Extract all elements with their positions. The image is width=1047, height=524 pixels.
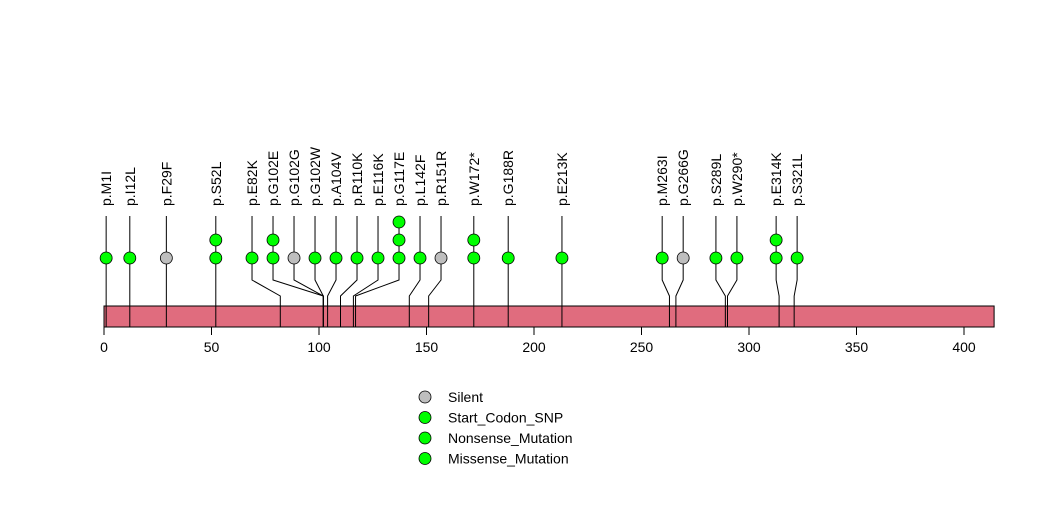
x-tick-label: 300 (737, 339, 761, 355)
mutation-label: p.A104V (328, 152, 344, 206)
mutation-point (655, 251, 669, 265)
mutation-point (709, 251, 723, 265)
mutation-label: p.E116K (370, 153, 386, 206)
mutation-label: p.G102G (286, 149, 302, 206)
mutation-label: p.R151R (433, 151, 449, 206)
mutation-label: p.G117E (391, 152, 407, 206)
mutation-point (123, 251, 137, 265)
legend-marker (418, 411, 432, 424)
x-tick-label: 350 (845, 339, 869, 355)
mutation-point (266, 251, 280, 265)
mutation-point (266, 233, 280, 247)
mutation-label: p.M1I (98, 171, 114, 206)
x-tick-label: 250 (630, 339, 654, 355)
mutation-point (371, 251, 385, 265)
mutation-label: p.G188R (500, 150, 516, 206)
legend-label: Missense_Mutation (448, 451, 569, 467)
mutation-point (413, 251, 427, 265)
mutation-point (392, 215, 406, 229)
mutation-point (350, 251, 364, 265)
mutation-label: p.S321L (789, 154, 805, 206)
mutation-label: p.E314K (768, 152, 784, 206)
mutation-point (209, 233, 223, 247)
mutation-point (329, 251, 343, 265)
mutation-point (467, 233, 481, 247)
x-tick-label: 150 (415, 339, 439, 355)
mutation-label: p.G102W (307, 146, 323, 206)
mutation-label: p.M263I (654, 155, 670, 206)
legend-marker (418, 452, 432, 465)
mutation-label: p.S289L (708, 154, 724, 206)
mutation-label: p.W172* (466, 152, 482, 206)
mutation-point (769, 251, 783, 265)
mutation-point (790, 251, 804, 265)
mutation-point (467, 251, 481, 265)
x-tick-label: 200 (522, 339, 546, 355)
mutation-label: p.I12L (122, 167, 138, 206)
mutation-point (287, 251, 301, 265)
mutation-point (209, 251, 223, 265)
x-tick-label: 0 (100, 339, 108, 355)
mutation-label: p.E213K (554, 152, 570, 206)
mutation-point (676, 251, 690, 265)
mutation-point (392, 233, 406, 247)
mutation-label: p.L142F (412, 155, 428, 206)
mutation-label: p.W290* (729, 152, 745, 206)
legend-marker (418, 431, 432, 445)
legend-marker (418, 390, 432, 404)
x-tick-label: 100 (307, 339, 331, 355)
mutation-point (99, 251, 113, 265)
mutation-point (769, 233, 783, 247)
mutation-label: p.S52L (208, 161, 224, 206)
mutation-label: p.R110K (349, 152, 365, 206)
mutation-point (555, 251, 569, 265)
mutation-label: p.E82K (244, 159, 260, 206)
mutation-label: p.G266G (675, 149, 691, 206)
mutation-point (245, 251, 259, 265)
protein-bar (103, 305, 995, 328)
mutation-point (392, 251, 406, 265)
legend-label: Silent (448, 389, 483, 405)
x-tick-label: 400 (952, 339, 976, 355)
legend-label: Nonsense_Mutation (448, 430, 573, 446)
mutation-point (434, 251, 448, 265)
legend-label: Start_Codon_SNP (448, 410, 563, 426)
mutation-point (159, 251, 173, 265)
x-tick-label: 50 (204, 339, 220, 355)
mutation-point (730, 251, 744, 265)
mutation-point (501, 251, 515, 265)
mutation-point (308, 251, 322, 265)
mutation-label: p.G102E (265, 151, 281, 206)
mutation-label: p.F29F (158, 162, 174, 206)
